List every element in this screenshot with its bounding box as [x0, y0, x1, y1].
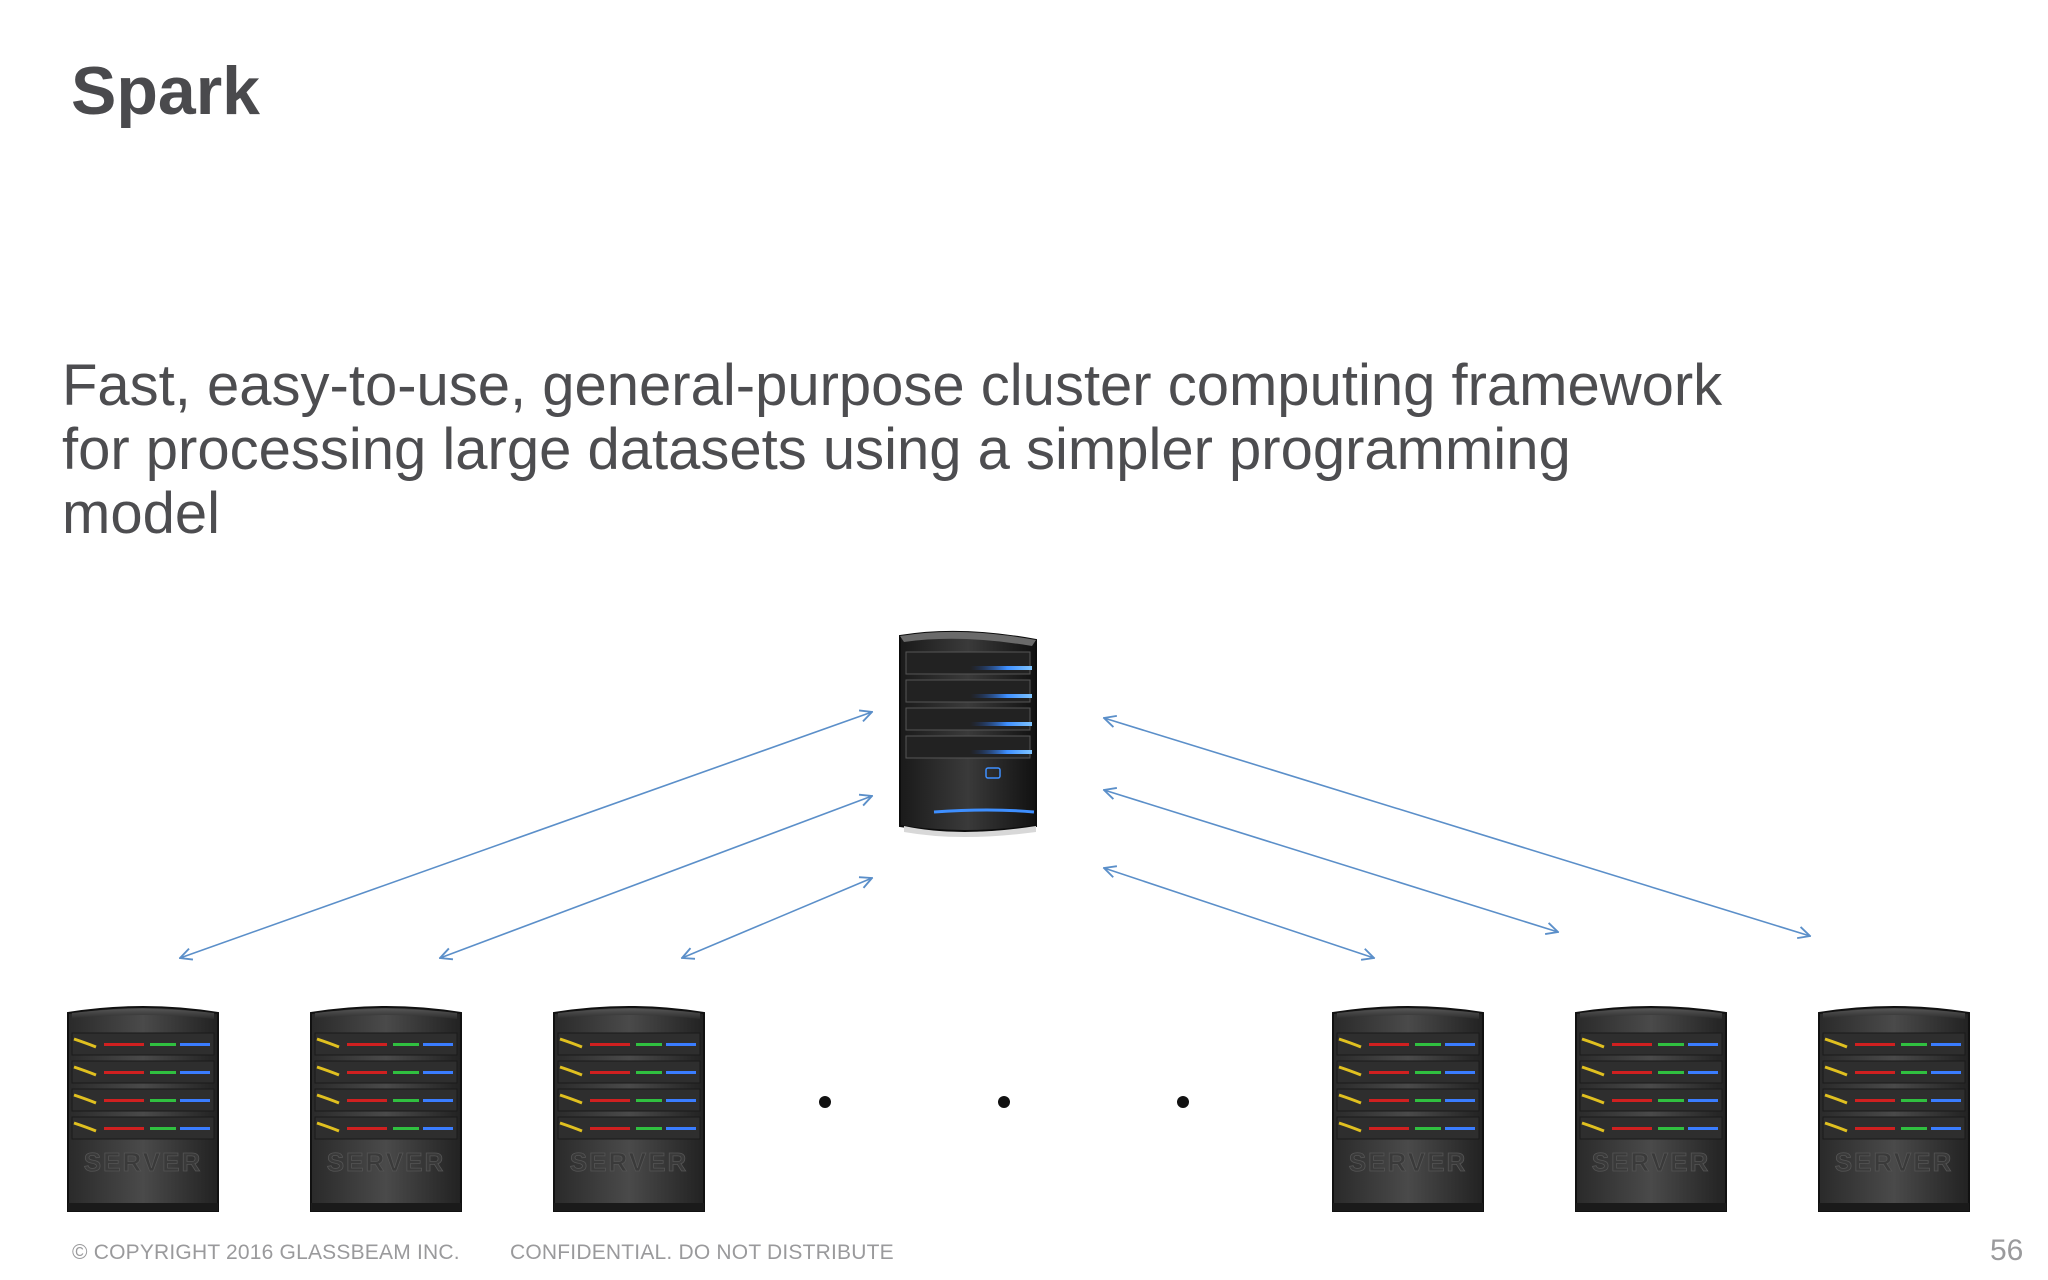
- description-line-1: Fast, easy-to-use, general-purpose clust…: [62, 353, 1723, 418]
- server-label: SERVER: [1592, 1147, 1710, 1177]
- arrow-right-middle: [1104, 790, 1558, 932]
- worker-server-icon: SERVER: [553, 1006, 705, 1212]
- description-line-3: model: [62, 481, 220, 546]
- worker-servers: SERVER SERVER SERVER SERVER SERVER SERVER: [67, 1006, 1970, 1212]
- page-number: 56: [1990, 1234, 2024, 1267]
- slide-title: Spark: [71, 53, 260, 129]
- worker-server-icon: SERVER: [1332, 1006, 1484, 1212]
- server-label: SERVER: [84, 1147, 202, 1177]
- ellipsis-dot-2: [998, 1096, 1010, 1108]
- ellipsis-dot-3: [1177, 1096, 1189, 1108]
- arrow-right-outer: [1104, 718, 1810, 936]
- arrow-left-inner: [682, 878, 872, 958]
- server-label: SERVER: [1349, 1147, 1467, 1177]
- slide-description: Fast, easy-to-use, general-purpose clust…: [62, 354, 1902, 546]
- footer-confidential: CONFIDENTIAL. DO NOT DISTRIBUTE: [510, 1241, 894, 1264]
- worker-server-icon: SERVER: [67, 1006, 219, 1212]
- arrow-right-inner: [1104, 868, 1374, 958]
- server-label: SERVER: [570, 1147, 688, 1177]
- ellipsis-dot-1: [819, 1096, 831, 1108]
- worker-server-icon: SERVER: [1818, 1006, 1970, 1212]
- worker-server-icon: SERVER: [310, 1006, 462, 1212]
- description-line-2: for processing large datasets using a si…: [62, 417, 1571, 482]
- footer-copyright: © COPYRIGHT 2016 GLASSBEAM INC.: [72, 1241, 460, 1264]
- server-label: SERVER: [1835, 1147, 1953, 1177]
- worker-server-icon: SERVER: [1575, 1006, 1727, 1212]
- arrow-left-middle: [440, 796, 872, 958]
- server-label: SERVER: [327, 1147, 445, 1177]
- master-server-icon: [899, 630, 1037, 837]
